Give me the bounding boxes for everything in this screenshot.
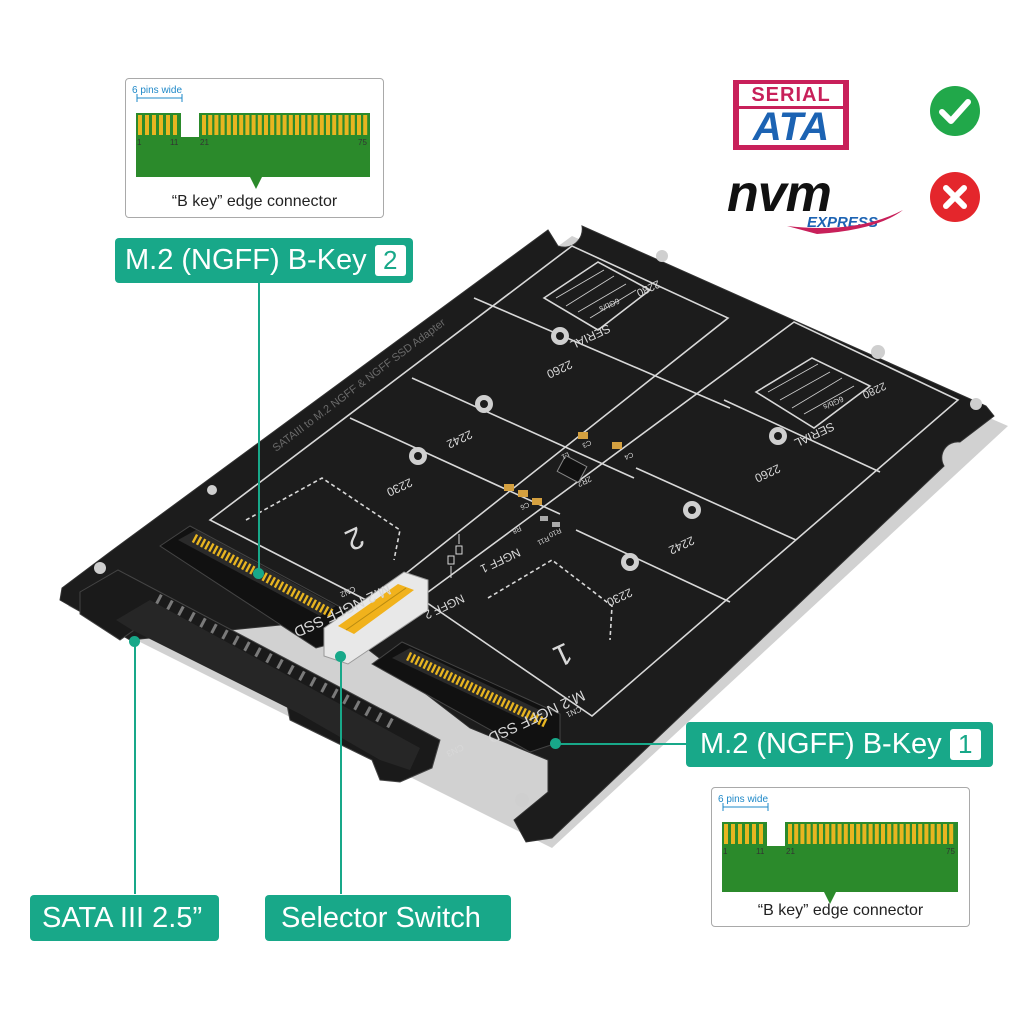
edge-connector-inset-top: 6 pins wide 1 11 21 75 “B key” edge conn… [125, 78, 384, 218]
pin-number-21: 21 [200, 138, 209, 147]
sata-connector [79, 569, 441, 783]
callout-m2-key-2-label: M.2 (NGFF) B-Key [125, 244, 367, 276]
callout-sata-connector: SATA III 2.5” [30, 895, 219, 941]
callout-m2-key-2-number: 2 [374, 245, 406, 276]
edge-connector-diagram [136, 94, 370, 189]
callout-sata-connector-label: SATA III 2.5” [42, 901, 203, 934]
cross-icon [930, 172, 980, 222]
leader-line-sata [134, 640, 136, 894]
callout-selector-switch-label: Selector Switch [281, 901, 481, 934]
c4-label: C4 [623, 450, 634, 460]
edge-connector-caption: “B key” edge connector [171, 193, 338, 210]
leader-dot-key2 [253, 568, 264, 579]
leader-dot-selector [335, 651, 346, 662]
gold-pins-left [138, 115, 177, 135]
leader-line-key1 [555, 743, 687, 745]
pin-number-11: 11 [756, 847, 765, 856]
gold-pins-right [202, 115, 368, 135]
pin-number-21: 21 [786, 847, 795, 856]
leader-line-key2 [258, 282, 260, 572]
gold-pins-right [788, 824, 954, 844]
nvm-logo-text: nvm [727, 165, 832, 223]
callout-m2-key-1-number: 1 [949, 729, 981, 760]
pin-number-75: 75 [358, 138, 367, 147]
pin-number-1: 1 [723, 847, 728, 856]
serial-ata-logo-top: SERIAL [739, 84, 843, 106]
c6-label: C6 [519, 500, 530, 510]
selector-switch [323, 571, 429, 665]
callout-m2-key-1-label: M.2 (NGFF) B-Key [700, 728, 942, 760]
callout-m2-key-1: M.2 (NGFF) B-Key 1 [686, 722, 993, 767]
pin-number-1: 1 [137, 138, 142, 147]
callout-m2-key-2: M.2 (NGFF) B-Key 2 [115, 238, 413, 283]
l1-label: L1 [560, 450, 570, 460]
leader-line-selector [340, 656, 342, 894]
sata-connector-pins [155, 594, 394, 729]
serial-ata-logo-bottom: ATA [739, 107, 843, 147]
pin-number-75: 75 [946, 847, 955, 856]
nvm-express-logo: nvm EXPRESS [727, 164, 907, 236]
pins-width-label: 6 pins wide [132, 85, 183, 96]
callout-selector-switch: Selector Switch [265, 895, 511, 941]
r11-label: R11 [536, 534, 550, 546]
nvm-swoosh-icon [787, 210, 903, 234]
c3-label: C3 [581, 438, 592, 448]
edge-connector-inset-bottom: 6 pins wide 1 11 21 75 “B key” edge conn… [711, 787, 970, 927]
r10-label: R10 [547, 526, 562, 538]
serial-ata-logo: SERIAL ATA [733, 80, 849, 150]
leader-dot-sata [129, 636, 140, 647]
pin-number-11: 11 [170, 138, 179, 147]
m2-connector-1 [371, 641, 561, 753]
pins-width-label: 6 pins wide [718, 794, 769, 805]
leader-dot-key1 [550, 738, 561, 749]
connector-1-gold-pins [406, 652, 548, 728]
check-icon [930, 86, 980, 136]
r8-label: R8 [511, 524, 522, 534]
smd-components [504, 432, 622, 527]
edge-connector-diagram [722, 803, 958, 904]
edge-connector-caption: “B key” edge connector [757, 902, 924, 919]
